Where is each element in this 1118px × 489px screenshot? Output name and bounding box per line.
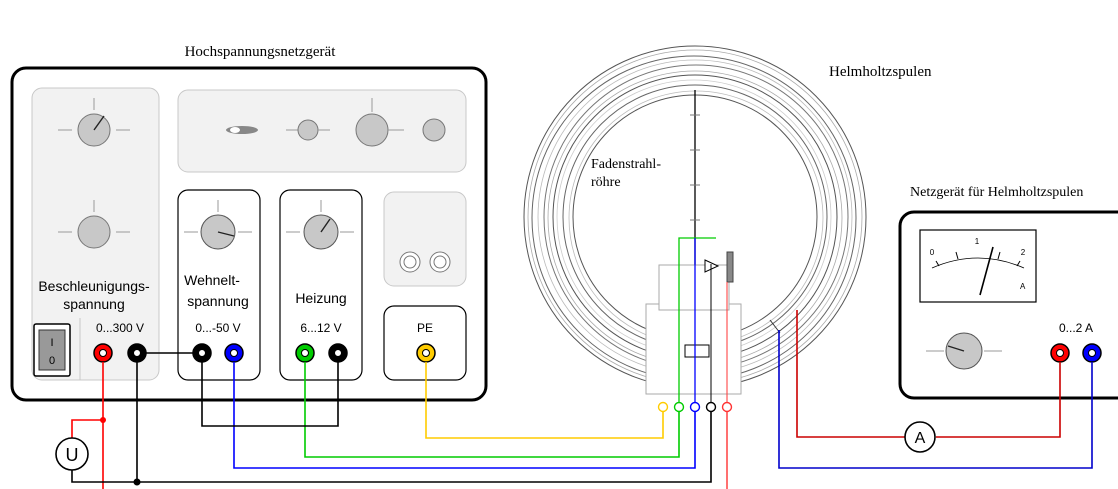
wire-black-bridge [201, 362, 339, 427]
meter-scale-1: 1 [975, 237, 980, 246]
wire-blue [233, 362, 696, 469]
top-knob-2[interactable] [355, 98, 404, 147]
wire-red-coil [796, 310, 905, 438]
accel-knob-upper[interactable] [58, 98, 130, 147]
terminal-wehnelt-black[interactable] [192, 343, 212, 363]
wire-yellow [425, 362, 664, 439]
coil-current-knob[interactable] [926, 332, 1002, 370]
wehnelt-label-1: Wehnelt- [184, 272, 240, 288]
wehnelt-panel [177, 189, 261, 381]
tube-socket-green[interactable] [673, 401, 685, 413]
voltmeter: U [55, 437, 89, 471]
wire-green-inner [678, 237, 716, 405]
terminal-pe-yellow[interactable] [416, 343, 436, 363]
pe-label: PE [417, 321, 433, 335]
terminal-heater-green[interactable] [295, 343, 315, 363]
tube-socket-yellow[interactable] [657, 401, 669, 413]
coil-supply-title: Netzgerät für Helmholtzspulen [910, 185, 1083, 200]
terminal-heater-black[interactable] [328, 343, 348, 363]
terminal-coil-blue[interactable] [1082, 343, 1102, 363]
electron-gun [726, 251, 734, 283]
wire-green [304, 362, 680, 458]
wehnelt-range: 0...-50 V [195, 321, 240, 335]
accel-label-1: Beschleunigungs- [38, 278, 150, 294]
terminal-wehnelt-blue[interactable] [224, 343, 244, 363]
voltmeter-symbol: U [66, 445, 79, 465]
wire-black-anode [136, 362, 712, 483]
top-knob-3[interactable] [422, 118, 446, 142]
pe-panel [383, 305, 467, 381]
control-panel-top [177, 89, 467, 173]
wehnelt-label-2: spannung [187, 293, 249, 309]
coil-range: 0...2 A [1059, 321, 1093, 335]
socket-panel [383, 191, 467, 287]
meter-scale-0: 0 [930, 248, 935, 257]
meter-unit: A [1020, 282, 1026, 291]
accel-range: 0...300 V [96, 321, 144, 335]
heater-label: Heizung [295, 290, 346, 306]
terminal-accel-positive[interactable] [93, 343, 113, 363]
top-knob-1[interactable] [286, 119, 330, 141]
ammeter: A [904, 421, 936, 453]
aux-socket-right[interactable] [429, 251, 451, 273]
tube-socket-black[interactable] [705, 401, 717, 413]
tube-socket-red[interactable] [721, 401, 733, 413]
hv-supply-title: Hochspannungsnetzgerät [185, 44, 337, 60]
tube-label-2: röhre [591, 175, 621, 190]
fine-beam-tube: Fadenstrahl- röhre [591, 90, 742, 395]
terminal-coil-red[interactable] [1050, 343, 1070, 363]
tube-label-1: Fadenstrahl- [591, 157, 661, 172]
aux-socket-left[interactable] [399, 251, 421, 273]
wehnelt-knob[interactable] [184, 200, 252, 250]
accel-knob-lower[interactable] [58, 200, 130, 249]
ammeter-display: 0 1 2 A [919, 229, 1037, 303]
heater-range: 6...12 V [300, 321, 341, 335]
meter-scale-2: 2 [1021, 248, 1026, 257]
wire-blue-coil [778, 330, 1093, 469]
hv-supply: Hochspannungsnetzgerät Beschleunigungs- … [10, 44, 488, 402]
tube-socket-blue[interactable] [689, 401, 701, 413]
switch-on-label: I [50, 337, 53, 349]
meter-needle [979, 246, 994, 296]
wiring [71, 237, 1093, 489]
switch-off-label: 0 [49, 355, 55, 367]
terminal-accel-negative[interactable] [127, 343, 147, 363]
power-switch[interactable]: I 0 [33, 323, 71, 377]
heater-knob[interactable] [286, 200, 354, 250]
ammeter-symbol: A [915, 430, 926, 447]
coil-supply: Netzgerät für Helmholtzspulen 0 1 2 A 0.… [898, 185, 1118, 400]
coils-title: Helmholtzspulen [829, 64, 932, 80]
heater-panel [279, 189, 363, 381]
accel-label-2: spannung [63, 296, 125, 312]
